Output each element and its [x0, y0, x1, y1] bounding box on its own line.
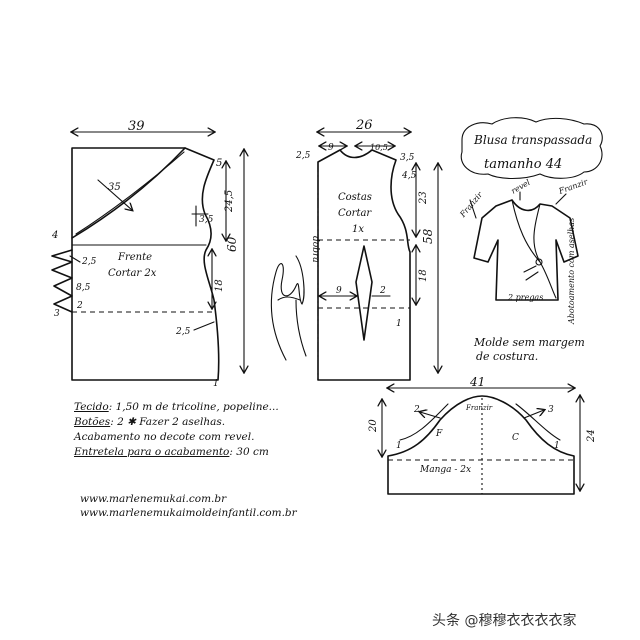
back-cut-label: Cortar	[338, 208, 372, 219]
front-neck-guide	[75, 151, 185, 235]
sleeve-letter-f: F	[435, 429, 443, 439]
signature-stroke	[270, 255, 307, 361]
fabric-notes: Tecido: 1,50 m de tricoline, popeline...…	[74, 400, 314, 460]
sleeve-front-guide	[399, 403, 449, 441]
sleeve-one-right: 1	[554, 441, 560, 451]
sketch-pointers	[469, 191, 567, 219]
back-fold-label: dobra	[310, 236, 320, 263]
sleeve-right-height: 24	[586, 429, 597, 443]
front-length-label: 60	[225, 236, 239, 252]
signature	[270, 255, 307, 361]
front-pleat-3-label: 3	[54, 309, 60, 319]
note-botoes-value: : 2 ✱ Fazer 2 aselhas.	[110, 416, 226, 428]
note-botoes: Botões: 2 ✱ Fazer 2 aselhas.	[74, 415, 314, 430]
front-cut-label: Cortar 2x	[108, 268, 157, 279]
sleeve-mark-3: 3	[548, 405, 554, 415]
note-acabamento: Acabamento no decote com revel.	[74, 431, 255, 443]
front-hem-label: 2,5	[175, 327, 191, 337]
front-hem-pointer	[193, 321, 215, 331]
blouse-button	[535, 258, 543, 266]
back-title: Costas	[338, 192, 372, 203]
note-botoes-label: Botões	[74, 416, 111, 428]
sleeve-left-height: 20	[368, 419, 379, 433]
back-dart-2-label: 2	[379, 286, 386, 296]
back-width-label: 26	[355, 118, 373, 133]
website-1[interactable]: www.marlenemukai.com.br	[80, 493, 227, 505]
back-neck-105-label: 10,5	[370, 143, 388, 152]
front-neck-label: 35	[108, 182, 121, 193]
note-entretela: Entretela para o acabamento: 30 cm	[74, 445, 314, 460]
back-outline	[317, 149, 411, 381]
sleeve-one-left: 1	[396, 441, 402, 451]
sketch-caption-1: Molde sem margem	[473, 336, 585, 349]
front-neck-arrow	[97, 179, 132, 210]
front-neckline	[71, 147, 186, 239]
title-cloud-outline	[460, 117, 603, 180]
front-width-label: 39	[128, 119, 145, 134]
back-bottom-label: 1	[396, 319, 402, 329]
front-depth-label: 24,5	[224, 190, 235, 213]
back-shoulder-35-label: 3,5	[400, 153, 415, 163]
blouse-pleat-lines	[523, 265, 539, 281]
website-links: www.marlenemukai.com.br www.marlenemukai…	[80, 492, 297, 520]
back-cut-count: 1x	[352, 224, 364, 235]
back-dart-9-label: 9	[336, 286, 342, 296]
front-fold-tick	[69, 255, 81, 263]
sketch-franzir-left: Franzir	[458, 189, 486, 219]
note-tecido-label: Tecido	[74, 401, 109, 413]
front-outline	[71, 147, 220, 381]
front-piece: 39 35 60 24,5 5 3,5 18 2,5 1 4 2,5 8,5 2…	[51, 119, 244, 389]
sketch-franzir-right: Franzir	[557, 177, 590, 196]
sleeve-width-label: 41	[469, 375, 485, 389]
back-drop-label: 4,5	[401, 171, 417, 181]
sketch-pregas: 2 pregas	[507, 293, 543, 302]
sleeve-franzir: Franzir	[465, 404, 493, 412]
blouse-outline	[473, 199, 579, 301]
sleeve-mark-2-arrow	[420, 412, 441, 419]
sketch-abotoamento: Abotoamento com aselhas	[567, 218, 576, 325]
back-length-label: 58	[421, 228, 435, 244]
title-line-2: tamanho 44	[484, 157, 562, 172]
front-fold-label: 2,5	[81, 257, 97, 267]
sleeve-mark-2: 2	[413, 405, 420, 415]
blouse-wrap-lines	[511, 199, 557, 299]
front-title: Frente	[117, 252, 152, 263]
front-left-label: 4	[51, 230, 58, 241]
front-bottom-label: 1	[213, 379, 219, 389]
back-dart	[355, 245, 373, 341]
front-pleat-85-label: 8,5	[76, 283, 91, 293]
sleeve-label: Manga - 2x	[419, 465, 471, 475]
watermark-footer: 头条 @穆穆衣衣衣衣家	[432, 613, 577, 629]
sleeve-letter-c: C	[512, 433, 519, 443]
note-tecido: Tecido: 1,50 m de tricoline, popeline...	[74, 400, 314, 415]
sketch-caption-2: de costura.	[476, 350, 538, 363]
front-armhole-label: 3,5	[199, 215, 214, 225]
note-entretela-label: Entretela para o acabamento	[74, 446, 230, 458]
sleeve-mark-3-arrow	[523, 410, 544, 419]
website-2[interactable]: www.marlenemukaimoldeinfantil.com.br	[80, 507, 297, 519]
note-entretela-value: : 30 cm	[229, 446, 269, 458]
sleeve-outline	[387, 395, 575, 495]
front-pleats	[51, 249, 73, 313]
back-piece: 26 9 10,5 2,5 3,5 dobra 9 2 4,5 23 18 58…	[295, 118, 438, 381]
back-shoulder-25-label: 2,5	[295, 151, 311, 161]
back-lower-label: 18	[418, 269, 429, 282]
front-lower-label: 18	[214, 279, 225, 292]
front-shoulder-label: 5	[216, 158, 222, 169]
title-cloud: Blusa transpassada tamanho 44	[460, 117, 603, 180]
sketch-revel: revel	[510, 178, 533, 196]
sleeve-piece: 41 2 3 Franzir 20 24 F C 1 1 Manga - 2x	[368, 375, 597, 495]
back-neck-9-label: 9	[328, 143, 334, 153]
sleeve-back-guide	[515, 403, 561, 441]
garment-sketch: Franzir revel Franzir 2 pregas Abotoamen…	[458, 177, 590, 363]
title-line-1: Blusa transpassada	[473, 133, 592, 147]
front-pleat-2-label: 2	[76, 301, 83, 311]
note-tecido-value: : 1,50 m de tricoline, popeline...	[108, 401, 279, 413]
back-depth-label: 23	[418, 191, 429, 205]
